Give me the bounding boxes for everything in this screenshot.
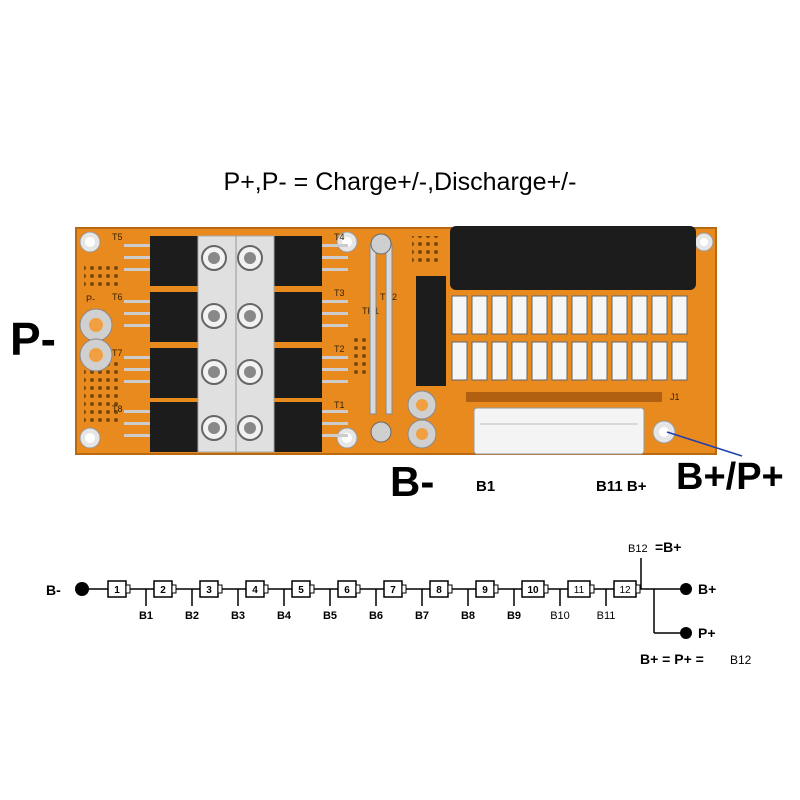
schem-tap-label: B3 [231,610,245,622]
schem-tap-label: B11 [597,610,616,622]
schem-tap-label: B2 [185,610,199,622]
bplus-pplus-label: B+/P+ [676,456,784,498]
schem-cell-9: 9 [475,580,499,598]
schem-cell-label: 2 [160,585,166,596]
silk-t8: T8 [112,404,123,414]
schem-equation: B+ = P+ = [640,651,704,667]
schem-tap-label: B10 [550,610,570,622]
schem-tap-b11: B11 [597,589,616,622]
schem-cell-11: 11 [567,580,595,598]
schem-tap-label: B4 [277,610,292,622]
silk-j1: J1 [670,392,680,402]
silk-t2: T2 [334,344,345,354]
schem-pplus-node [680,627,692,639]
schem-cell-label: 10 [527,585,539,596]
schem-bplus-label: B+ [698,581,716,597]
silk-t6: T6 [112,292,123,302]
schem-tap-b5: B5 [323,589,337,622]
schem-cell-label: 1 [114,585,120,596]
schem-cell-label: 6 [344,585,350,596]
schem-tap-b4: B4 [277,589,292,622]
screw-terminals [201,245,263,441]
balance-connector [466,392,662,455]
schem-tap-label: B5 [323,610,337,622]
schem-tap-b3: B3 [231,589,245,622]
schem-tap-b6: B6 [369,589,383,622]
schem-cell-label: 11 [574,585,585,596]
schem-cell-label: 4 [252,585,258,596]
p-minus-label: P- [10,313,56,365]
schem-tap-label: B8 [461,610,475,622]
schem-cell-5: 5 [291,580,315,598]
silk-t3: T3 [334,288,345,298]
schem-cell-label: 9 [482,585,488,596]
shunt-resistor [369,233,393,443]
schem-cell-12: 12 [613,580,641,598]
schem-cell-6: 6 [337,580,361,598]
schem-pplus-label: P+ [698,625,716,641]
schem-cell-label: 12 [619,585,631,596]
schem-b12-eq: =B+ [655,539,681,555]
schem-cell-3: 3 [199,580,223,598]
schem-cell-label: 3 [206,585,212,596]
schem-tap-label: B7 [415,610,429,622]
b-minus-pads [407,390,437,449]
p-minus-pads [79,308,113,372]
schem-tap-b8: B8 [461,589,475,622]
b-minus-label: B- [390,458,435,505]
schem-tap-label: B6 [369,610,383,622]
schem-cell-7: 7 [383,580,407,598]
silk-t1: T1 [334,400,345,410]
silk-t7: T7 [112,348,123,358]
schem-cell-label: 5 [298,585,304,596]
schem-cell-label: 7 [390,585,396,596]
mosfet-array [124,235,348,453]
schem-tap-b1: B1 [139,589,153,622]
schem-taps: B1 B2 B3 B4 B5 B6 B7 B8 B9 B10 B11 [139,589,615,622]
silk-t5: T5 [112,232,123,242]
page-title: P+,P- = Charge+/-,Discharge+/- [223,168,577,196]
b1-connector-label: B1 [476,478,496,495]
balance-capacitors [450,226,696,290]
schem-cell-label: 8 [436,585,442,596]
silk-t4: T4 [334,232,345,242]
b11-bplus-connector-label: B11 B+ [596,478,647,495]
schem-b-minus-label: B- [46,582,61,598]
mounting-holes [79,231,714,449]
schem-tap-b9: B9 [507,589,521,622]
schem-b12-label: B12 [628,543,648,555]
schem-bplus-node [680,583,692,595]
schem-equation-b12: B12 [730,653,752,667]
schem-tap-b10: B10 [550,589,570,622]
schem-cell-10: 10 [521,580,549,598]
schem-cell-1: 1 [107,580,131,598]
bplus-leader-line [666,431,743,457]
schem-cell-4: 4 [245,580,269,598]
schem-cell-2: 2 [153,580,177,598]
control-ic [416,276,446,386]
silk-p-minus: P- [86,294,95,304]
schem-tap-label: B9 [507,610,521,622]
schem-tap-b7: B7 [415,589,429,622]
schem-tap-b2: B2 [185,589,199,622]
balance-resistors [451,295,688,381]
schem-cell-8: 8 [429,580,453,598]
schem-tap-label: B1 [139,610,153,622]
